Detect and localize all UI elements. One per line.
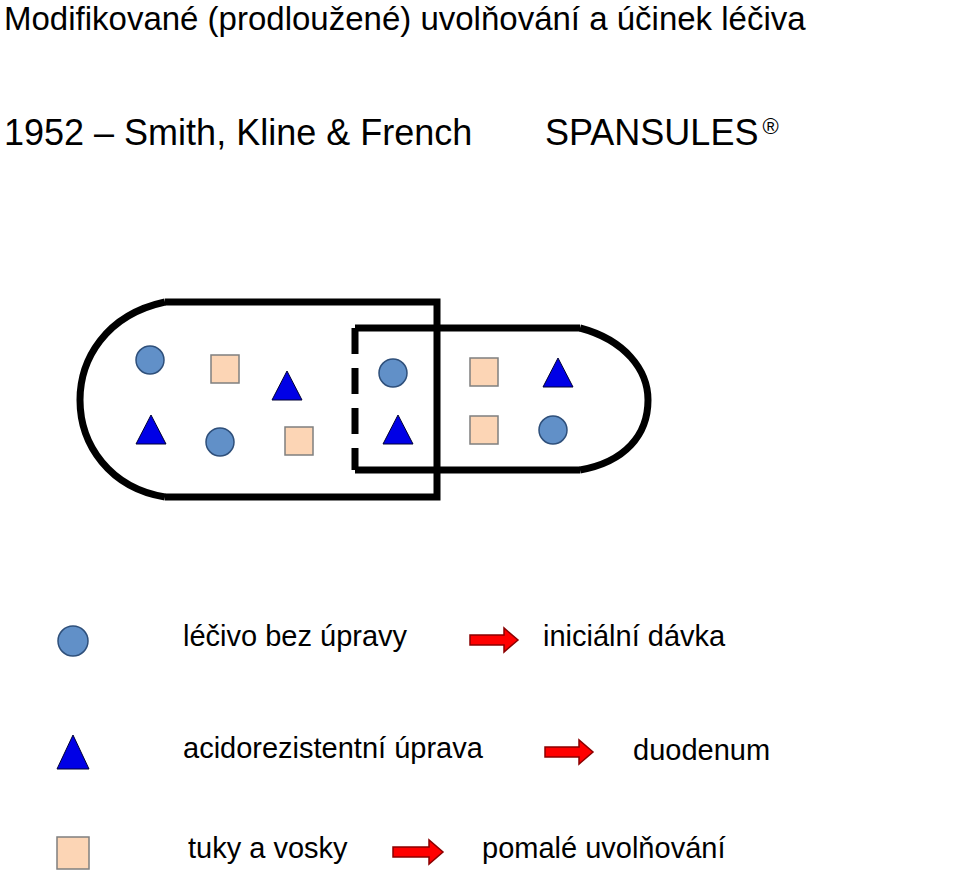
wax-pellet — [285, 427, 313, 455]
effect-label: pomalé uvolňování — [482, 832, 725, 865]
enteric-pellet — [136, 415, 166, 444]
legend-text: acidorezistentní úprava — [183, 732, 483, 765]
slide-title: Modifikované (prodloužené) uvolňování a … — [4, 0, 806, 38]
legend-samples — [57, 626, 89, 869]
capsule-cap-end — [580, 328, 648, 470]
legend-triangle — [57, 735, 89, 769]
capsule-cap-edge — [352, 328, 359, 470]
legend-circle — [58, 626, 88, 656]
plain-drug-pellet — [206, 428, 234, 456]
enteric-pellet — [383, 415, 413, 444]
legend-square — [57, 837, 89, 869]
enteric-pellet — [543, 358, 573, 387]
effect-label: duodenum — [633, 734, 770, 767]
effect-label: iniciální dávka — [543, 620, 725, 653]
wax-pellet — [470, 358, 498, 386]
registered-mark: ® — [762, 114, 778, 139]
drug-particles — [136, 346, 573, 456]
plain-drug-pellet — [539, 416, 567, 444]
legend-text: tuky a vosky — [188, 832, 348, 865]
capsule-body-end — [80, 302, 165, 497]
result-arrow — [393, 840, 443, 864]
capsule-outline — [80, 302, 648, 497]
wax-pellet — [211, 355, 239, 383]
enteric-pellet — [272, 371, 302, 400]
legend-text: léčivo bez úpravy — [183, 620, 407, 653]
wax-pellet — [470, 416, 498, 444]
plain-drug-pellet — [379, 359, 407, 387]
plain-drug-pellet — [136, 346, 164, 374]
product-name: SPANSULES — [545, 112, 758, 153]
capsule-cap-top — [355, 325, 580, 332]
result-arrow — [545, 740, 593, 764]
result-arrow — [470, 628, 518, 652]
date-company: 1952 – Smith, Kline & French — [4, 112, 472, 153]
capsule-cap-bottom — [355, 467, 580, 474]
